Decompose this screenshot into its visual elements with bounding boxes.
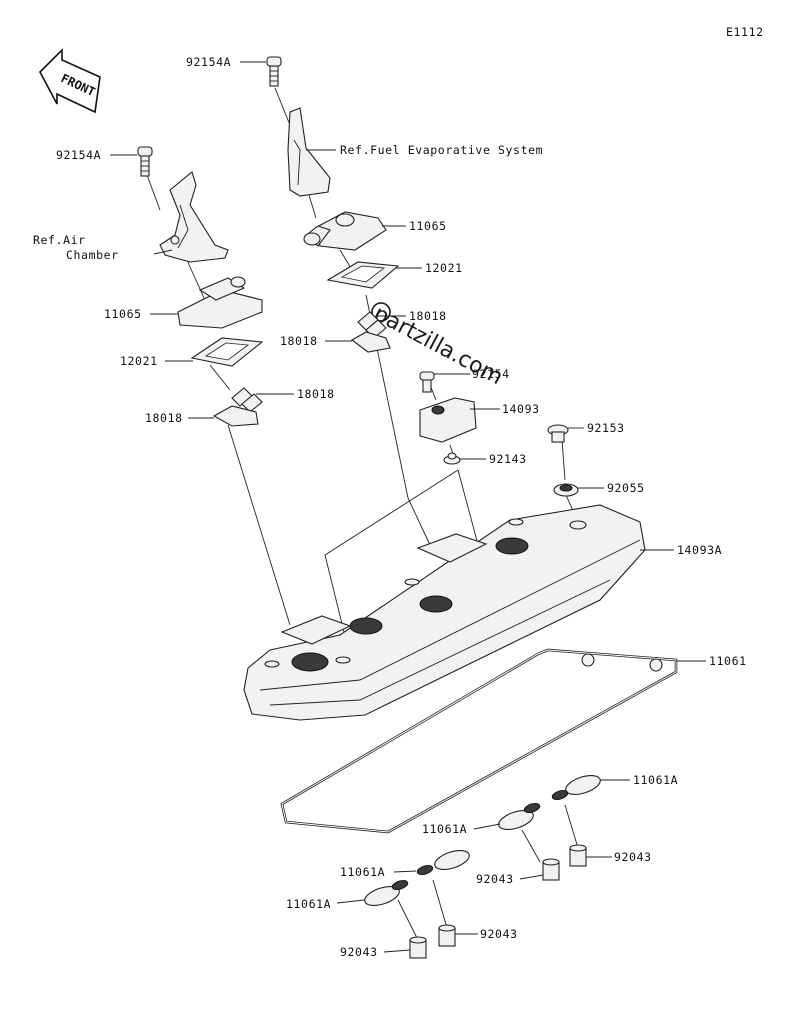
callout-12021-left: 12021 — [120, 354, 158, 368]
callout-11061: 11061 — [709, 654, 747, 668]
cylinder-head-cover-14093a — [243, 504, 646, 721]
reed-18018-right — [351, 311, 391, 353]
callout-11061a-left-b: 11061A — [286, 897, 331, 911]
callout-92154a-top: 92154A — [186, 55, 231, 69]
callout-18018-right-a: 18018 — [409, 309, 447, 323]
bracket-fuel-evap — [287, 107, 331, 197]
callout-11065-left: 11065 — [104, 307, 142, 321]
washer-92143 — [443, 452, 461, 465]
callout-92143: 92143 — [489, 452, 527, 466]
pipe-92043-right-a — [542, 858, 560, 881]
valve-11065-right — [303, 211, 387, 251]
bolt-92154a-top — [266, 56, 282, 87]
cover-gasket-11061 — [280, 648, 678, 834]
callout-11061a-left-a: 11061A — [340, 865, 385, 879]
grommet-92055 — [553, 483, 579, 497]
oring-11061a-left-b — [364, 879, 409, 906]
callout-14093: 14093 — [502, 402, 540, 416]
bolt-92154a-left — [137, 146, 153, 177]
watermark-logo-icon — [371, 302, 391, 322]
callout-18018-right-b: 18018 — [280, 334, 318, 348]
valve-11065-left — [177, 276, 263, 329]
callout-11061a-right-b: 11061A — [422, 822, 467, 836]
oring-11061a-right-b — [498, 802, 541, 830]
bracket-air-chamber — [159, 171, 229, 263]
gasket-12021-left — [190, 337, 264, 367]
pipe-92043-right-b — [569, 844, 587, 867]
callout-18018-left-a: 18018 — [297, 387, 335, 401]
callout-92043-right-b: 92043 — [476, 872, 514, 886]
callout-ref-fuel: Ref.Fuel Evaporative System — [340, 143, 543, 157]
reed-18018-left — [212, 387, 263, 427]
gasket-12021-right — [326, 261, 400, 289]
oring-11061a-right-a — [551, 775, 601, 801]
cap-14093 — [419, 397, 477, 443]
callout-92055: 92055 — [607, 481, 645, 495]
bolt-92154 — [419, 371, 435, 393]
callout-12021-right: 12021 — [425, 261, 463, 275]
bolt-92153 — [547, 424, 569, 443]
callout-92153: 92153 — [587, 421, 625, 435]
callout-14093a: 14093A — [677, 543, 722, 557]
callout-leaders — [110, 61, 706, 953]
callout-92154a-left: 92154A — [56, 148, 101, 162]
front-arrow-icon: FRONT — [39, 48, 101, 114]
callout-92043-right-a: 92043 — [614, 850, 652, 864]
callout-92043-left-b: 92043 — [340, 945, 378, 959]
pipe-92043-left-b — [438, 924, 456, 947]
oring-11061a-left-a — [416, 850, 470, 876]
diagram-code: E1112 — [726, 25, 764, 39]
callout-92043-left-a: 92043 — [480, 927, 518, 941]
callout-11065-right: 11065 — [409, 219, 447, 233]
callout-18018-left-b: 18018 — [145, 411, 183, 425]
pipe-92043-left-a — [409, 936, 427, 959]
callout-ref-air-line1: Ref.Air — [33, 233, 86, 247]
callout-11061a-right-a: 11061A — [633, 773, 678, 787]
callout-ref-air-line2: Chamber — [66, 248, 119, 262]
callout-92154: 92154 — [472, 367, 510, 381]
